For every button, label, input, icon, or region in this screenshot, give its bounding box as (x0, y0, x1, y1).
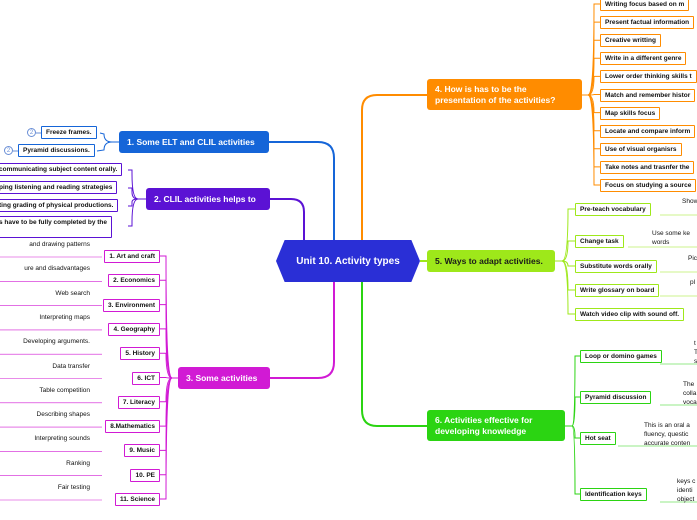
branch-4-item-1[interactable]: Writing focus based on m (600, 0, 690, 11)
branch-6-note-1-2[interactable]: T (694, 348, 697, 356)
connector-line (361, 94, 427, 240)
connector-line (128, 187, 146, 200)
branch-4-item-2[interactable]: Present factual information (600, 16, 695, 30)
branch-3-activity-11[interactable]: Fair testing (57, 484, 90, 491)
connector-line (160, 377, 178, 500)
branch-2-item-listening-reading[interactable]: ping listening and reading strategies (0, 181, 118, 194)
branch-3-activity-2[interactable]: ure and disadvantages (24, 265, 90, 273)
branch-6-note-3-1[interactable]: This is an oral a (644, 421, 690, 429)
branch-4-item-5[interactable]: Lower order thinking skills t (600, 70, 697, 84)
branch-3-subject-7[interactable]: 7. Literacy (117, 395, 160, 409)
branch-6-note-1-3[interactable]: s (694, 357, 697, 365)
branch-3-activity-1[interactable]: and drawing patterns (29, 241, 90, 248)
branch-6-note-2-1[interactable]: The (683, 380, 695, 388)
branch-6-item-1[interactable]: Loop or domino games (580, 350, 662, 363)
branch-6-note-3-2[interactable]: fluency, questic (644, 430, 689, 438)
branch-6-note-4-2[interactable]: identi (677, 486, 693, 494)
branch-3-subject-8[interactable]: 8.Mathematics (105, 420, 160, 434)
branch-3-activity-8[interactable]: Describing shapes (36, 411, 90, 419)
branch-3-subject-6[interactable]: 6. ICT (132, 371, 160, 385)
branch-3-subject-3[interactable]: 3. Environment (103, 298, 160, 312)
branch-5-note-2-2[interactable]: words (652, 239, 670, 246)
branch-2-clil-activities-helps[interactable]: 2. CLIL activities helps to (146, 188, 270, 210)
branch-6-note-2-3[interactable]: voca (683, 398, 697, 406)
branch-3-some-activities[interactable]: 3. Some activities (178, 367, 270, 389)
branch-5-note-4-1[interactable]: pl (690, 279, 696, 286)
freeze-frames-count-badge[interactable]: 2 (27, 128, 36, 137)
connector-line (582, 3, 600, 96)
branch-4-item-9[interactable]: Use of visual organisrs (600, 142, 682, 156)
connector-line (565, 355, 580, 427)
branch-4-presentation-of-activities[interactable]: 4. How is has to be the presentation of … (427, 79, 582, 110)
branch-5-item-2[interactable]: Change task (575, 235, 624, 248)
branch-3-subject-9[interactable]: 9. Music (124, 444, 160, 458)
branch-6-activities-effective[interactable]: 6. Activities effective for developing k… (427, 410, 565, 441)
connector-line (555, 240, 575, 262)
connector-line (96, 141, 113, 152)
branch-3-activity-4[interactable]: Interpreting maps (39, 313, 90, 321)
branch-3-subject-10[interactable]: 10. PE (130, 468, 160, 482)
branch-6-note-1-1[interactable]: t (694, 339, 696, 347)
connector-line (555, 208, 575, 262)
branch-5-item-3[interactable]: Substitute words orally (575, 260, 657, 273)
connector-line (565, 425, 580, 439)
branch-3-subject-1[interactable]: 1. Art and craft (104, 250, 160, 263)
branch-6-item-3[interactable]: Hot seat (580, 432, 616, 445)
connector-line (270, 198, 305, 240)
branch-6-item-4[interactable]: Identification keys (580, 488, 647, 501)
connector-line (361, 282, 427, 427)
branch-3-activity-9[interactable]: Interpreting sounds (34, 435, 90, 443)
branch-6-note-4-3[interactable]: object (677, 495, 695, 503)
branch-6-note-2-2[interactable]: colla (683, 389, 697, 397)
branch-4-item-3[interactable]: Creative writting (600, 34, 661, 48)
branch-6-note-4-1[interactable]: keys c (677, 477, 696, 485)
branch-5-note-3-1[interactable]: Pic (688, 255, 697, 262)
branch-2-item-grading[interactable]: ting grading of physical productions. (0, 199, 119, 212)
connector-line (160, 255, 178, 379)
branch-5-ways-to-adapt[interactable]: 5. Ways to adapt activities. (427, 250, 555, 272)
branch-2-item-completed[interactable]: s have to be fully completed by the (0, 216, 112, 238)
branch-5-item-4[interactable]: Write glossary on board (575, 284, 660, 297)
connector-line (555, 260, 575, 315)
connector-line (269, 141, 335, 240)
branch-3-subject-2[interactable]: 2. Economics (108, 274, 160, 288)
branch-5-item-5[interactable]: Watch video clip with sound off. (575, 308, 685, 321)
connector-line (128, 169, 146, 200)
branch-3-activity-7[interactable]: Table competition (39, 386, 90, 394)
branch-1-item-pyramid-discussions[interactable]: Pyramid discussions. (18, 144, 95, 157)
branch-6-item-2[interactable]: Pyramid discussion (580, 391, 652, 404)
connector-line (565, 396, 580, 427)
pyramid-discussions-count-badge[interactable]: 2 (4, 146, 13, 155)
branch-5-item-1[interactable]: Pre-teach vocabulary (575, 203, 651, 216)
central-topic[interactable]: Unit 10. Activity types (276, 240, 420, 282)
connector-line (99, 132, 119, 143)
branch-5-note-2-1[interactable]: Use some ke (652, 230, 690, 237)
branch-4-item-10[interactable]: Take notes and trasnfer the (600, 160, 695, 174)
branch-3-activity-6[interactable]: Data transfer (52, 362, 90, 370)
branch-4-item-7[interactable]: Map skills focus (600, 106, 661, 120)
connector-line (128, 198, 146, 227)
branch-3-activity-3[interactable]: Web search (55, 289, 90, 297)
branch-3-subject-11[interactable]: 11. Science (114, 493, 160, 506)
branch-4-item-4[interactable]: Write in a different genre (600, 52, 687, 66)
connector-line (270, 282, 335, 379)
branch-4-item-6[interactable]: Match and remember histor (600, 88, 696, 102)
branch-4-item-11[interactable]: Focus on studying a source (600, 179, 697, 192)
branch-2-item-communicating[interactable]: communicating subject content orally. (0, 163, 123, 176)
branch-6-note-3-3[interactable]: accurate conten (644, 439, 691, 447)
branch-5-note-1-1[interactable]: Show (682, 198, 697, 205)
connector-line (128, 198, 146, 207)
branch-3-activity-10[interactable]: Ranking (66, 459, 90, 467)
branch-3-activity-5[interactable]: Developing arguments. (23, 338, 90, 346)
connector-line (582, 94, 600, 186)
branch-3-subject-4[interactable]: 4. Geography (108, 322, 160, 336)
connector-line (565, 425, 580, 495)
branch-1-some-elt-clil-activities[interactable]: 1. Some ELT and CLIL activities (119, 131, 269, 153)
branch-1-item-freeze-frames[interactable]: Freeze frames. (41, 126, 97, 139)
branch-3-subject-5[interactable]: 5. History (120, 347, 160, 361)
branch-4-item-8[interactable]: Locate and compare inform (600, 124, 696, 138)
